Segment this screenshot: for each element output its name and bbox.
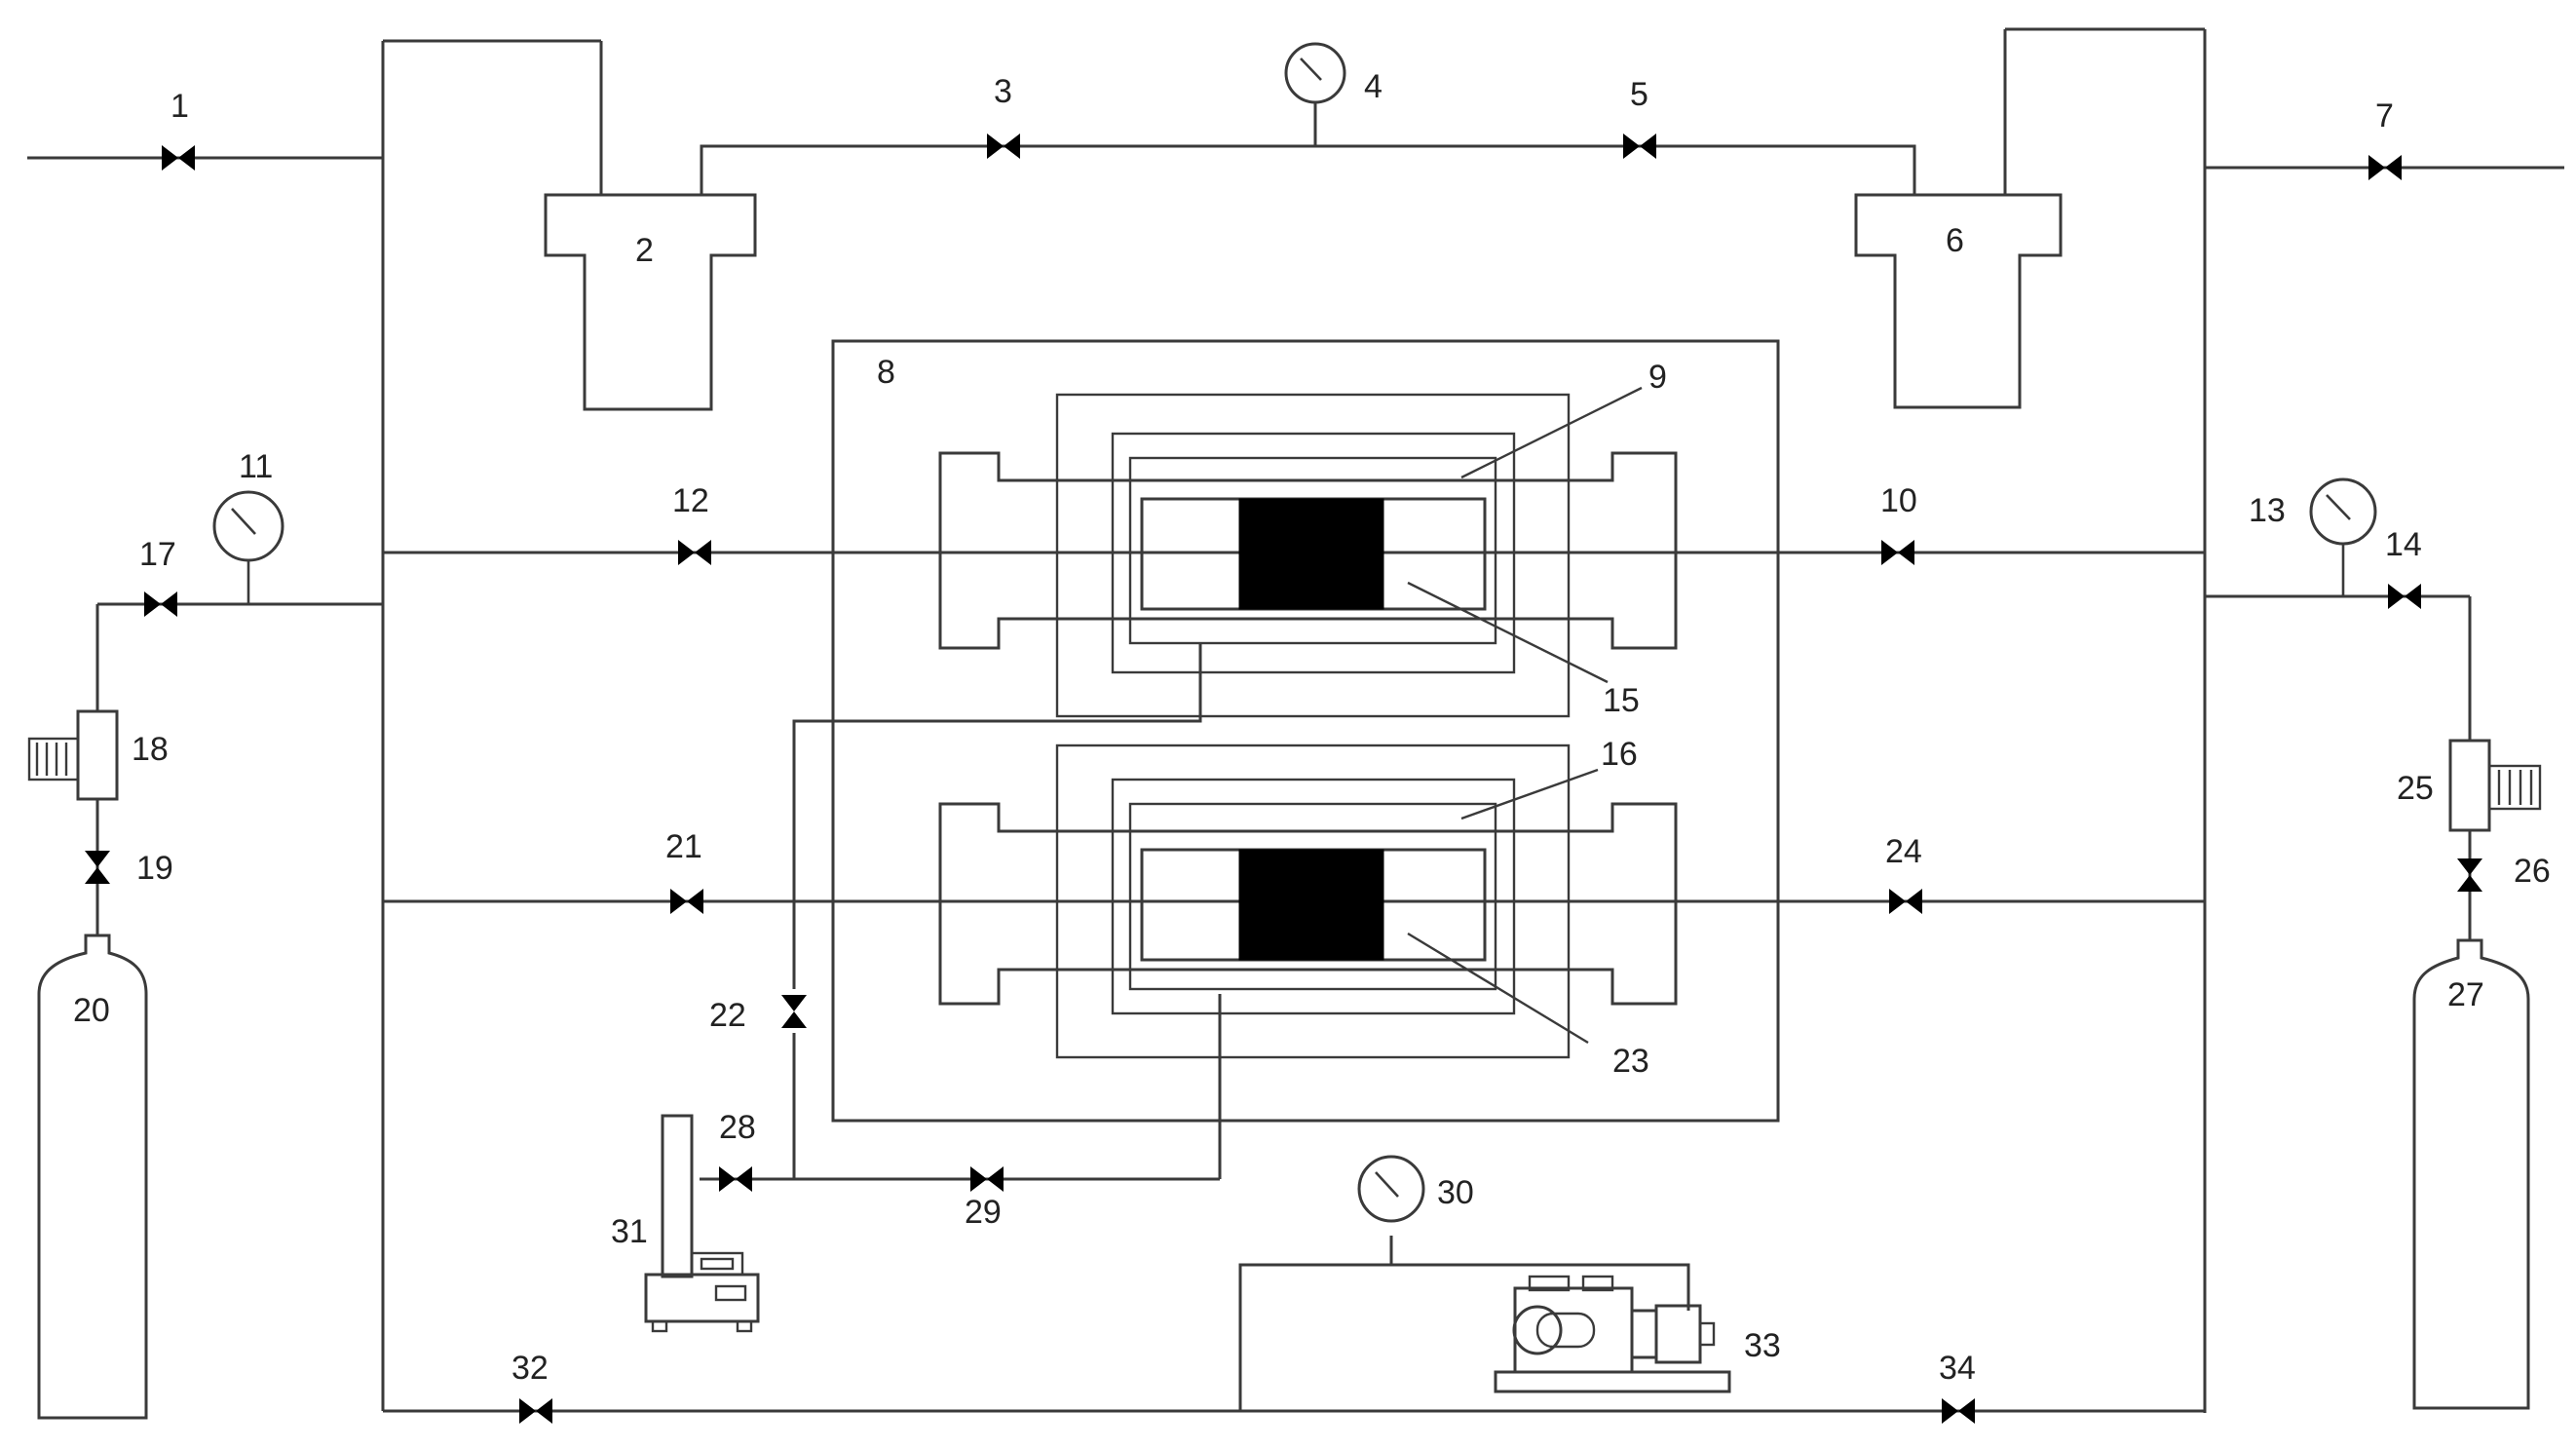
label-12: 12 bbox=[672, 482, 709, 519]
gas-cylinder-27 bbox=[2412, 938, 2530, 1410]
label-19: 19 bbox=[136, 850, 173, 887]
label-11: 11 bbox=[239, 448, 273, 485]
valve-24[interactable] bbox=[1889, 882, 1922, 914]
valve-17[interactable] bbox=[144, 585, 177, 617]
label-17: 17 bbox=[139, 536, 176, 573]
label-26: 26 bbox=[2514, 853, 2551, 890]
label-8: 8 bbox=[877, 354, 895, 391]
label-7: 7 bbox=[2375, 97, 2394, 134]
valve-10[interactable] bbox=[1881, 533, 1914, 565]
label-5: 5 bbox=[1630, 76, 1648, 113]
label-16: 16 bbox=[1601, 736, 1638, 773]
valve-28[interactable] bbox=[719, 1160, 752, 1192]
tank-6 bbox=[1854, 193, 2063, 409]
valve-34[interactable] bbox=[1942, 1392, 1975, 1424]
vacuum-pump-33 bbox=[1494, 1275, 1731, 1393]
thermostat-box bbox=[831, 339, 1780, 1123]
gas-cylinder-20 bbox=[37, 934, 148, 1420]
label-15: 15 bbox=[1603, 682, 1640, 719]
valve-14[interactable] bbox=[2388, 577, 2421, 609]
label-31: 31 bbox=[611, 1213, 648, 1250]
pressure-gauge-11 bbox=[212, 490, 284, 604]
label-21: 21 bbox=[665, 828, 702, 865]
leader-lines bbox=[1407, 386, 1643, 1045]
valve-19[interactable] bbox=[85, 851, 117, 884]
sample-block-upper bbox=[1238, 498, 1384, 610]
valve-21[interactable] bbox=[670, 882, 703, 914]
valve-3[interactable] bbox=[987, 127, 1020, 159]
pressure-gauge-13 bbox=[2309, 477, 2377, 596]
valve-12[interactable] bbox=[678, 533, 711, 565]
tank-2 bbox=[544, 193, 757, 411]
label-32: 32 bbox=[511, 1350, 549, 1387]
upper-core-holder bbox=[938, 393, 1678, 718]
valve-7[interactable] bbox=[2368, 148, 2402, 180]
pressure-gauge-4 bbox=[1284, 42, 1346, 104]
valve-26[interactable] bbox=[2457, 858, 2489, 892]
label-4: 4 bbox=[1364, 68, 1383, 105]
label-10: 10 bbox=[1880, 482, 1917, 519]
label-24: 24 bbox=[1885, 833, 1922, 870]
label-6: 6 bbox=[1946, 222, 1964, 259]
label-1: 1 bbox=[170, 88, 189, 125]
label-29: 29 bbox=[965, 1194, 1002, 1231]
lower-core-holder bbox=[938, 744, 1678, 1059]
pressure-gauge-30 bbox=[1357, 1155, 1425, 1223]
valve-32[interactable] bbox=[519, 1392, 552, 1424]
label-34: 34 bbox=[1939, 1350, 1976, 1387]
label-28: 28 bbox=[719, 1109, 756, 1146]
label-9: 9 bbox=[1648, 359, 1667, 396]
valve-29[interactable] bbox=[970, 1160, 1004, 1192]
label-13: 13 bbox=[2249, 492, 2286, 529]
label-3: 3 bbox=[994, 73, 1012, 110]
label-33: 33 bbox=[1744, 1327, 1781, 1364]
label-20: 20 bbox=[73, 992, 110, 1029]
electronic-balance-31 bbox=[644, 1114, 760, 1333]
pressure-regulator-18 bbox=[27, 709, 119, 801]
valve-5[interactable] bbox=[1623, 127, 1656, 159]
label-18: 18 bbox=[132, 731, 169, 768]
label-14: 14 bbox=[2385, 526, 2422, 563]
label-2: 2 bbox=[635, 232, 654, 269]
label-23: 23 bbox=[1612, 1043, 1649, 1080]
pipe-network bbox=[27, 27, 2564, 1413]
label-30: 30 bbox=[1437, 1174, 1474, 1211]
valve-22[interactable] bbox=[775, 995, 807, 1028]
pressure-regulator-25 bbox=[2448, 739, 2542, 832]
valve-1[interactable] bbox=[162, 138, 195, 171]
component-labels: 1 2 3 4 5 6 7 8 9 10 11 12 13 14 15 16 1… bbox=[73, 68, 2551, 1387]
label-22: 22 bbox=[709, 997, 746, 1034]
sample-block-lower bbox=[1238, 849, 1384, 961]
label-25: 25 bbox=[2397, 770, 2434, 807]
label-27: 27 bbox=[2447, 976, 2484, 1013]
